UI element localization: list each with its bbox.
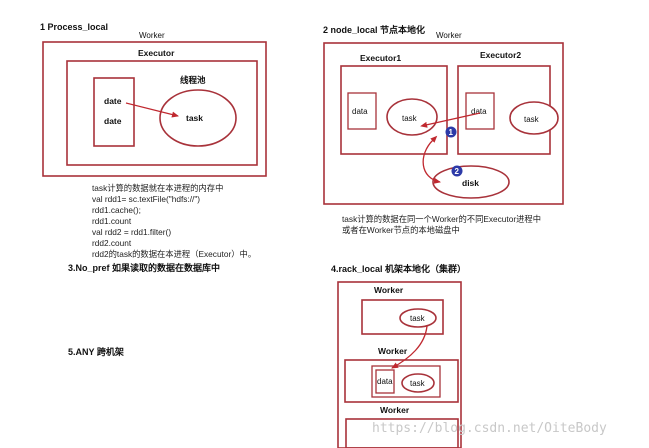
s4-task-mid-ellipse <box>401 373 435 393</box>
s2-badge-1-label: 1 <box>449 128 454 137</box>
s1-description: task计算的数据就在本进程的内存中 val rdd1= sc.textFile… <box>92 183 256 259</box>
s2-data2-box <box>465 92 495 130</box>
s2-data1-label: data <box>352 107 368 116</box>
s4-data-label: data <box>377 377 393 386</box>
s2-task1-label: task <box>402 114 418 123</box>
s4-worker1-box <box>361 299 444 335</box>
s4-title: 4.rack_local 机架本地化（集群） <box>331 263 466 274</box>
s2-badge-1 <box>445 126 457 138</box>
s2-executor1-label: Executor1 <box>360 53 401 63</box>
s1-data1-label: date <box>104 96 122 106</box>
s2-desc-line: 或者在Worker节点的本地磁盘中 <box>342 225 460 235</box>
s2-desc-line: task计算的数据在同一个Worker的不同Executor进程中 <box>342 214 541 224</box>
watermark-text: https://blog.csdn.net/OiteBody <box>372 421 607 436</box>
s1-data2-label: date <box>104 116 122 126</box>
s4-data-box <box>375 369 395 394</box>
s4-task-to-data-arrow <box>391 325 428 369</box>
s4-worker2-label: Worker <box>378 346 408 356</box>
s2-title: 2 node_local 节点本地化 <box>323 24 425 35</box>
s4-rack-box <box>337 281 462 448</box>
s5-title: 5.ANY 跨机架 <box>68 346 124 357</box>
s1-worker-label: Worker <box>139 31 165 40</box>
s4-executor-box <box>371 365 441 398</box>
s1-title: 1 Process_local <box>40 22 108 32</box>
s4-task-top-label: task <box>410 314 426 323</box>
s2-worker-box <box>323 42 564 205</box>
s4-worker3-label: Worker <box>380 405 410 415</box>
s3-title: 3.No_pref 如果读取的数据在数据库中 <box>68 262 220 273</box>
s1-data-box <box>93 77 135 147</box>
s1-desc-line: rdd1.count <box>92 216 132 226</box>
s4-task-mid-label: task <box>410 379 426 388</box>
s2-task2-label: task <box>524 115 540 124</box>
s1-pool-label: 线程池 <box>180 75 206 85</box>
s1-data-to-task-arrow <box>125 102 179 118</box>
s2-badge-2 <box>451 165 463 177</box>
s1-desc-line: val rdd2 = rdd1.filter() <box>92 227 171 237</box>
s4-worker3-box <box>345 418 459 448</box>
s2-description: task计算的数据在同一个Worker的不同Executor进程中 或者在Wor… <box>342 214 541 235</box>
s2-executor2-label: Executor2 <box>480 50 521 60</box>
s2-data1-box <box>347 92 377 130</box>
s1-desc-line: task计算的数据就在本进程的内存中 <box>92 183 223 193</box>
s2-worker-label: Worker <box>436 31 462 40</box>
s1-executor-box <box>66 60 258 166</box>
s2-task-data-arrow <box>420 112 481 128</box>
s4-worker2-box <box>344 359 459 403</box>
s2-badge-2-label: 2 <box>455 167 460 176</box>
s2-data2-label: data <box>471 107 487 116</box>
s2-task-disk-arrow <box>422 135 441 184</box>
s2-executor1-box <box>340 65 448 155</box>
s1-task-label: task <box>186 113 203 123</box>
s1-desc-line: rdd2.count <box>92 238 132 248</box>
s1-executor-label: Executor <box>138 48 175 58</box>
s1-worker-box <box>42 41 267 177</box>
s1-desc-line: val rdd1= sc.textFile("hdfs://") <box>92 194 200 204</box>
s2-task2-ellipse <box>509 101 559 135</box>
s4-task-top-ellipse <box>399 308 437 328</box>
s1-task-ellipse <box>159 89 237 147</box>
s2-disk-label: disk <box>462 178 479 188</box>
s1-desc-line: rdd2的task的数据在本进程（Executor）中。 <box>92 249 256 259</box>
s4-worker1-label: Worker <box>374 285 404 295</box>
s1-desc-line: rdd1.cache(); <box>92 205 141 215</box>
